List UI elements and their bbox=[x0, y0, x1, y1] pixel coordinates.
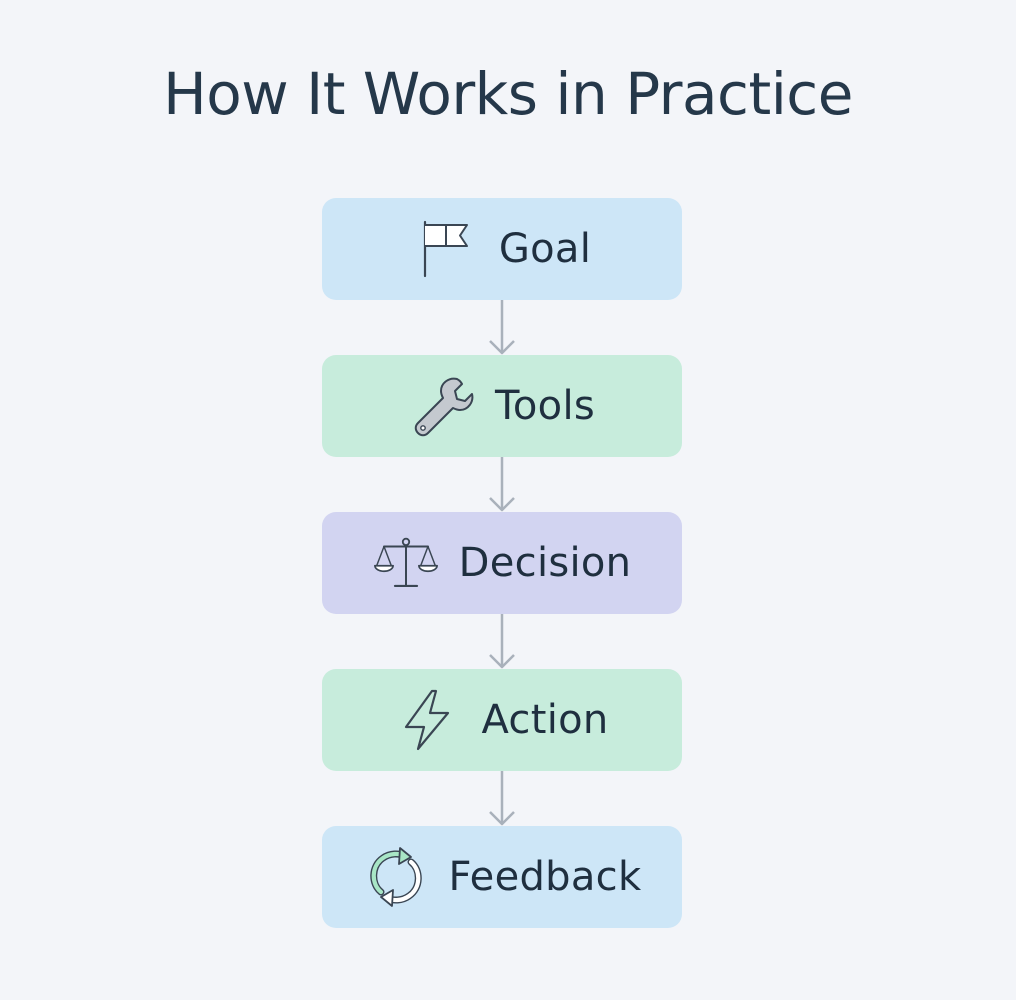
refresh-cycle-icon bbox=[363, 844, 429, 910]
flow-arrow bbox=[322, 457, 682, 512]
step-action: Action bbox=[322, 669, 682, 771]
process-flow: Goal Tools bbox=[322, 198, 682, 928]
wrench-icon bbox=[409, 373, 475, 439]
lightning-icon bbox=[395, 687, 461, 753]
step-label: Tools bbox=[494, 383, 596, 429]
step-label: Decision bbox=[458, 540, 632, 586]
flag-icon bbox=[413, 216, 479, 282]
flow-arrow bbox=[322, 771, 682, 826]
step-goal: Goal bbox=[322, 198, 682, 300]
diagram-title: How It Works in Practice bbox=[163, 60, 853, 128]
step-feedback: Feedback bbox=[322, 826, 682, 928]
step-label: Feedback bbox=[448, 854, 642, 900]
step-label: Goal bbox=[498, 226, 592, 272]
scale-icon bbox=[373, 530, 439, 596]
step-tools: Tools bbox=[322, 355, 682, 457]
step-label: Action bbox=[481, 697, 609, 743]
flow-arrow bbox=[322, 300, 682, 355]
flow-arrow bbox=[322, 614, 682, 669]
step-decision: Decision bbox=[322, 512, 682, 614]
